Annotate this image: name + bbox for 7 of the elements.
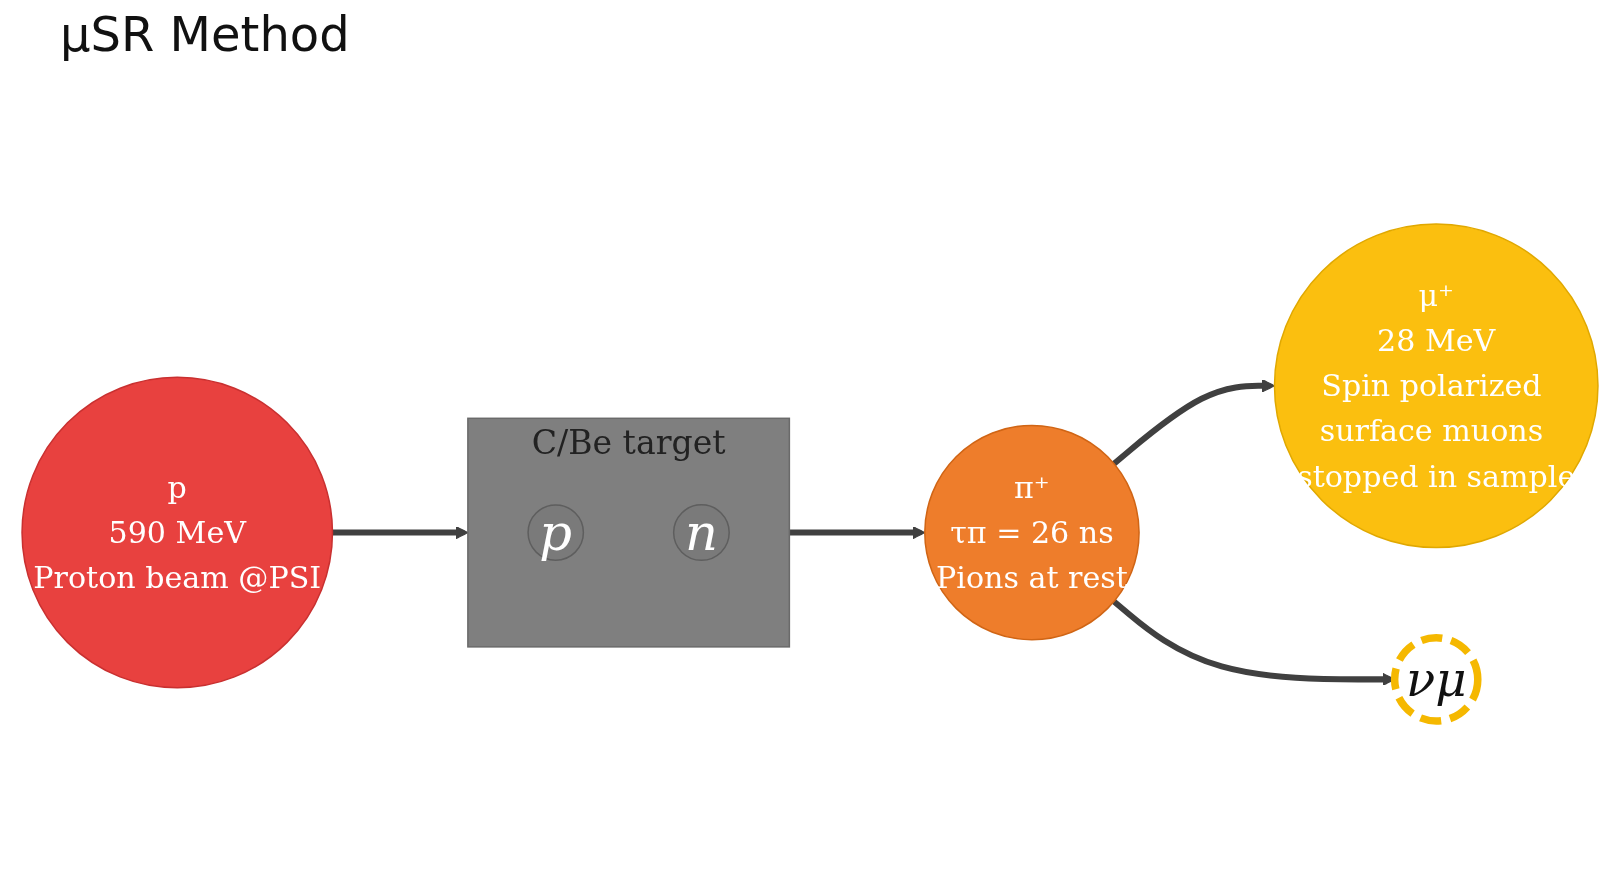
node-circle: π⁺ τπ = 26 ns Pions at rest <box>924 424 1140 641</box>
title: μSR Method <box>60 6 350 62</box>
arrow <box>789 525 926 540</box>
node-circle: νμ <box>1390 634 1482 725</box>
node-circle: p <box>527 504 585 561</box>
node-circle: n <box>672 504 730 562</box>
node-circle: p 590 MeV Proton beam @PSI <box>21 376 334 689</box>
